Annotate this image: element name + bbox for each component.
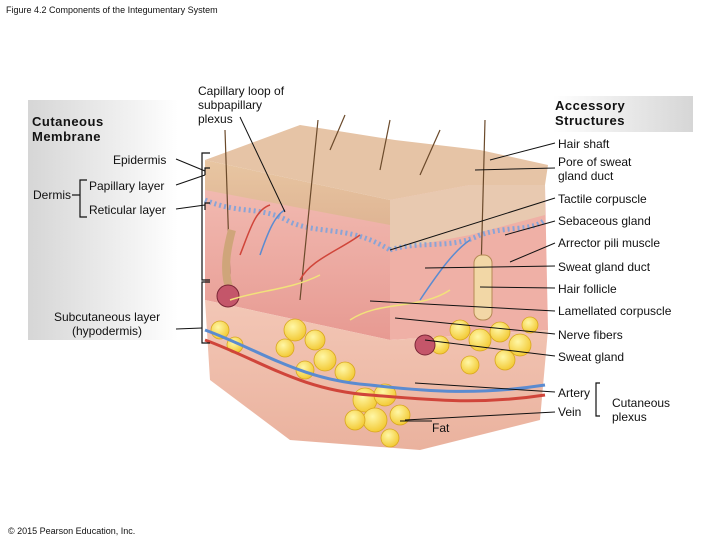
figure-title: Figure 4.2 Components of the Integumenta…: [6, 5, 218, 15]
left-panel-background: [28, 100, 178, 340]
label-capillary-loop: Capillary loop of subpapillary plexus: [198, 84, 285, 126]
label-vein: Vein: [558, 405, 582, 419]
label-hair-follicle: Hair follicle: [558, 282, 617, 296]
sweat-glands: [216, 284, 436, 356]
nerve-fibers: [229, 274, 451, 321]
label-subcutaneous-layer: Subcutaneous layer (hypodermis): [54, 310, 161, 338]
label-pore-sweat-duct: Pore of sweat gland duct: [558, 155, 632, 183]
layer-brackets: [72, 152, 600, 417]
label-hair-shaft: Hair shaft: [558, 137, 610, 151]
cutaneous-membrane-heading: Cutaneous Membrane: [32, 114, 104, 144]
label-papillary-layer: Papillary layer: [89, 179, 165, 193]
label-reticular-layer: Reticular layer: [89, 203, 166, 217]
blood-vessels: [204, 204, 546, 403]
label-sebaceous-gland: Sebaceous gland: [558, 214, 651, 228]
label-nerve-fibers: Nerve fibers: [558, 328, 623, 342]
label-sweat-gland-duct: Sweat gland duct: [558, 260, 651, 274]
label-arrector-pili: Arrector pili muscle: [558, 236, 661, 250]
label-dermis: Dermis: [33, 188, 71, 202]
label-tactile-corpuscle: Tactile corpuscle: [558, 192, 647, 206]
label-artery: Artery: [558, 386, 591, 400]
label-lamellated-corpuscle: Lamellated corpuscle: [558, 304, 672, 318]
label-fat: Fat: [432, 421, 450, 435]
right-panel-background: [553, 96, 693, 132]
label-sweat-gland: Sweat gland: [558, 350, 625, 364]
accessory-structures-heading: Accessory Structures: [555, 98, 626, 128]
leader-lines: [175, 116, 556, 422]
label-cutaneous-plexus: Cutaneous plexus: [612, 396, 671, 424]
copyright-notice: © 2015 Pearson Education, Inc.: [8, 526, 136, 536]
label-epidermis: Epidermis: [113, 153, 167, 167]
